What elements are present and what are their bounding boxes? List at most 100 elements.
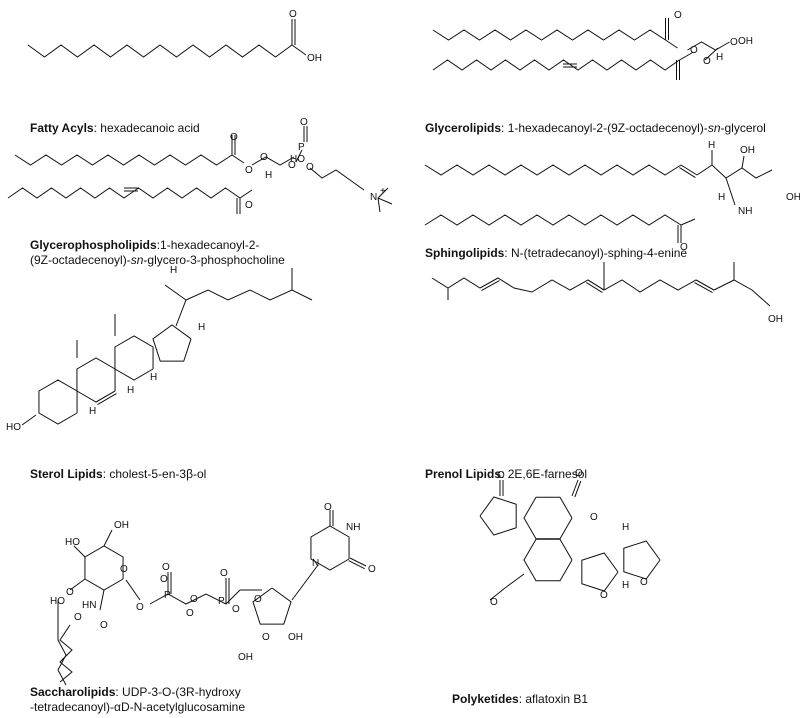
carbon-chain xyxy=(432,59,680,71)
bond xyxy=(504,573,525,589)
carbon-chain xyxy=(14,154,233,166)
cyclopentenone-ring xyxy=(479,496,517,536)
bond xyxy=(377,197,381,213)
atom-label: O xyxy=(232,604,240,615)
carbon-chain xyxy=(424,164,682,176)
atom-label: OH xyxy=(114,520,129,531)
bond xyxy=(679,51,694,61)
glucosamine-ring xyxy=(84,545,124,591)
atom-label: H xyxy=(150,372,157,383)
atom-label: O xyxy=(100,620,108,631)
carbon-chain xyxy=(7,187,241,199)
bond xyxy=(741,155,745,169)
caption-prenol-lipids: Prenol Lipids: 2E,6E-farnesol xyxy=(425,467,588,481)
atom-label: H xyxy=(127,385,134,396)
atom-label: H xyxy=(622,522,629,533)
pyranone-ring xyxy=(523,496,573,540)
caption-fatty-acyls: Fatty Acyls: hexadecanoic acid xyxy=(30,121,200,135)
bond xyxy=(704,47,719,61)
atom-label: HO xyxy=(65,537,80,548)
atom-label: O xyxy=(230,132,238,143)
atom-label: OH xyxy=(740,145,755,156)
caption-glycerolipids: Glycerolipids: 1-hexadecanoyl-2-(9Z-octa… xyxy=(425,121,766,135)
atom-label: O xyxy=(324,502,332,513)
atom-label: O xyxy=(600,590,608,601)
atom-label: O xyxy=(497,470,505,481)
atom-label: O xyxy=(66,587,74,598)
bond xyxy=(377,187,389,199)
atom-label: O xyxy=(162,562,170,573)
atom-label: O xyxy=(300,117,308,128)
ribose-ring xyxy=(252,587,292,625)
structure-prenol-lipids: OH xyxy=(431,262,783,325)
atom-label: O xyxy=(288,160,296,171)
atom-label: N xyxy=(312,558,319,569)
double-bond xyxy=(587,279,605,291)
ring-a xyxy=(38,379,78,425)
caption-sphingolipids: Sphingolipids: N-(tetradecanoyl)-sphing-… xyxy=(425,246,688,260)
bond xyxy=(239,189,253,199)
double-bond xyxy=(679,167,696,178)
double-bond xyxy=(680,164,698,176)
atom-label: O xyxy=(674,10,682,21)
atom-label: P xyxy=(218,596,225,607)
atom-label: H xyxy=(265,170,272,181)
atom-label: O xyxy=(136,602,144,613)
furan-ring-2 xyxy=(623,540,661,580)
bond xyxy=(251,156,295,166)
atom-label: H xyxy=(170,265,177,276)
atom-label: P xyxy=(164,590,171,601)
atom-label: O xyxy=(186,608,194,619)
acyl-chain xyxy=(57,600,67,686)
atom-label: O xyxy=(640,577,648,588)
atom-label: NH xyxy=(346,522,360,533)
bond xyxy=(680,218,696,226)
atom-label: OH xyxy=(238,652,253,663)
atom-label: O xyxy=(730,37,738,48)
double-bond xyxy=(349,557,367,567)
uracil-ring xyxy=(310,525,350,571)
carbon-chain xyxy=(432,29,666,41)
carbon-chain xyxy=(424,214,682,226)
benzene-ring xyxy=(523,538,573,582)
double-bond xyxy=(479,277,499,289)
bond xyxy=(725,177,736,206)
atom-label: O xyxy=(590,512,598,523)
atom-label: O xyxy=(254,594,262,605)
atom-label: OH xyxy=(786,192,800,203)
atom-label: O xyxy=(74,612,82,623)
double-bond xyxy=(348,560,365,570)
bond xyxy=(164,284,187,301)
double-bond xyxy=(574,480,582,498)
caption-polyketides: Polyketides: aflatoxin B1 xyxy=(452,692,589,706)
atom-label: O xyxy=(703,56,711,67)
atom-label: H xyxy=(622,580,629,591)
atom-label: O xyxy=(220,568,228,579)
structure-fatty-acyls: OOH xyxy=(27,9,322,64)
atom-label: HO xyxy=(6,422,21,433)
caption-glycerophospholipids: Glycerophospholipids:1-hexadecanoyl-2-(9… xyxy=(30,238,285,267)
bond xyxy=(69,578,86,591)
double-bond xyxy=(571,479,579,497)
double-bond xyxy=(694,282,713,294)
atom-label: O xyxy=(262,632,270,643)
bond xyxy=(377,197,393,205)
bond xyxy=(696,164,773,179)
bond xyxy=(149,589,241,605)
atom-label: O xyxy=(306,162,314,173)
atom-label: P xyxy=(298,142,305,153)
bond xyxy=(231,154,245,164)
atom-label: H xyxy=(716,52,723,63)
double-bond xyxy=(481,280,500,292)
double-bond xyxy=(695,279,715,291)
atom-label: HO xyxy=(290,154,305,165)
caption-sterol-lipids: Sterol Lipids: cholest-5-en-3β-ol xyxy=(30,467,207,481)
bond xyxy=(103,529,113,547)
bond xyxy=(291,564,319,601)
atom-label: OH xyxy=(738,36,753,47)
